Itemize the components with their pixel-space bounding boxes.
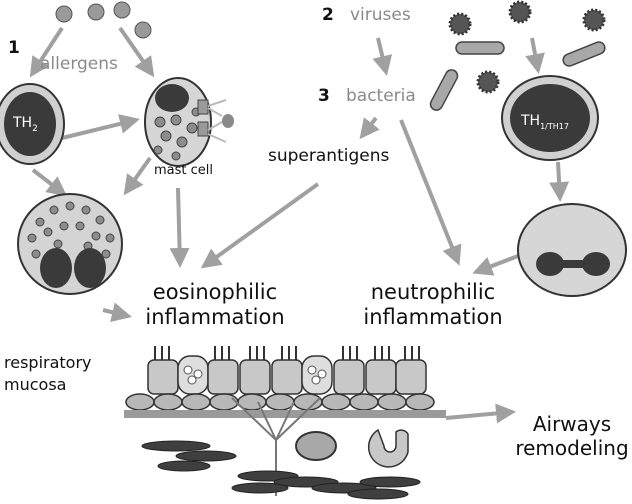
mast-cell-label: mast cell xyxy=(154,163,214,178)
bacteria-label: bacteria xyxy=(346,86,416,106)
basement-membrane xyxy=(124,410,446,418)
step-2-label: 2 xyxy=(322,5,334,25)
epithelial-cells xyxy=(147,355,427,395)
bacteria-rods xyxy=(429,41,606,111)
th1-th17-label: TH1/TH17 xyxy=(521,113,569,131)
allergen-particles xyxy=(55,1,152,39)
cilia xyxy=(154,346,420,360)
step-3-label: 3 xyxy=(318,86,330,106)
viruses-label: viruses xyxy=(350,5,411,25)
th2-label: TH2 xyxy=(13,115,38,134)
virus-particles xyxy=(448,0,606,94)
neutrophil-cell xyxy=(517,203,627,297)
eosinophil-cell xyxy=(17,193,123,295)
th2-cell xyxy=(0,83,65,165)
eosinophilic-inflammation-label: eosinophilic inflammation xyxy=(145,280,285,330)
superantigens-label: superantigens xyxy=(268,146,390,166)
neutrophilic-inflammation-label: neutrophilic inflammation xyxy=(363,280,503,330)
pathway-arrows xyxy=(29,26,570,424)
submucosa-cells xyxy=(141,440,421,500)
th1-th17-cell xyxy=(501,75,599,161)
step-1-label: 1 xyxy=(8,38,20,58)
respiratory-mucosa xyxy=(124,346,446,500)
respiratory-mucosa-label: respiratory mucosa xyxy=(4,353,92,394)
basal-cells xyxy=(125,393,435,411)
mast-cell xyxy=(144,77,234,167)
vessel-branches xyxy=(231,397,321,496)
allergens-label: allergens xyxy=(40,54,118,74)
goblet-gland xyxy=(367,428,409,468)
airways-remodeling-label: Airways remodeling xyxy=(515,412,629,460)
